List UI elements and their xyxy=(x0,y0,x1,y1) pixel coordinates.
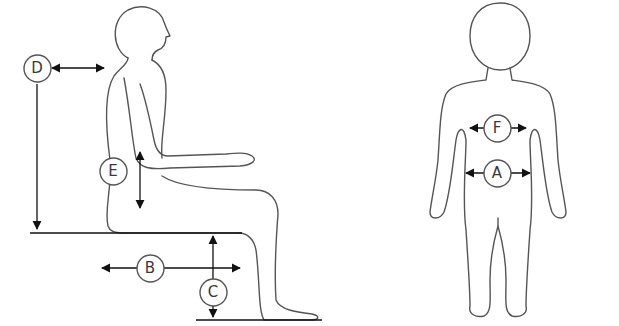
dimension-arrow xyxy=(139,152,140,208)
callout-circle: E xyxy=(99,157,128,186)
seated-head xyxy=(115,7,170,60)
dimension-arrow xyxy=(102,267,240,268)
dimension-arrow xyxy=(52,67,104,68)
circle-outline xyxy=(24,55,51,82)
standing-crotch xyxy=(497,218,498,226)
callout-circle: F xyxy=(483,114,512,143)
callout-letter: B xyxy=(145,261,155,276)
seated-arm xyxy=(124,78,254,169)
circle-outline xyxy=(200,279,227,306)
callout-letter: A xyxy=(492,166,502,181)
circle-outline xyxy=(484,160,511,187)
circle-outline xyxy=(484,115,511,142)
callout-letter: F xyxy=(493,121,502,136)
floor-line xyxy=(196,319,322,320)
circle-outline xyxy=(137,255,164,282)
callout-letter: E xyxy=(108,164,117,179)
callout-circle: B xyxy=(136,254,165,283)
standing-head xyxy=(470,3,530,70)
callout-letter: C xyxy=(208,285,218,300)
seat-line xyxy=(30,232,242,233)
callout-circle: D xyxy=(23,54,52,83)
callout-circle: C xyxy=(199,278,228,307)
standing-body xyxy=(430,68,566,317)
seated-back xyxy=(107,58,240,233)
callout-letter: D xyxy=(31,61,43,76)
callout-circle: A xyxy=(483,159,512,188)
dimension-arrow xyxy=(36,84,37,229)
seated-legs xyxy=(162,176,318,320)
circle-outline xyxy=(100,158,127,185)
